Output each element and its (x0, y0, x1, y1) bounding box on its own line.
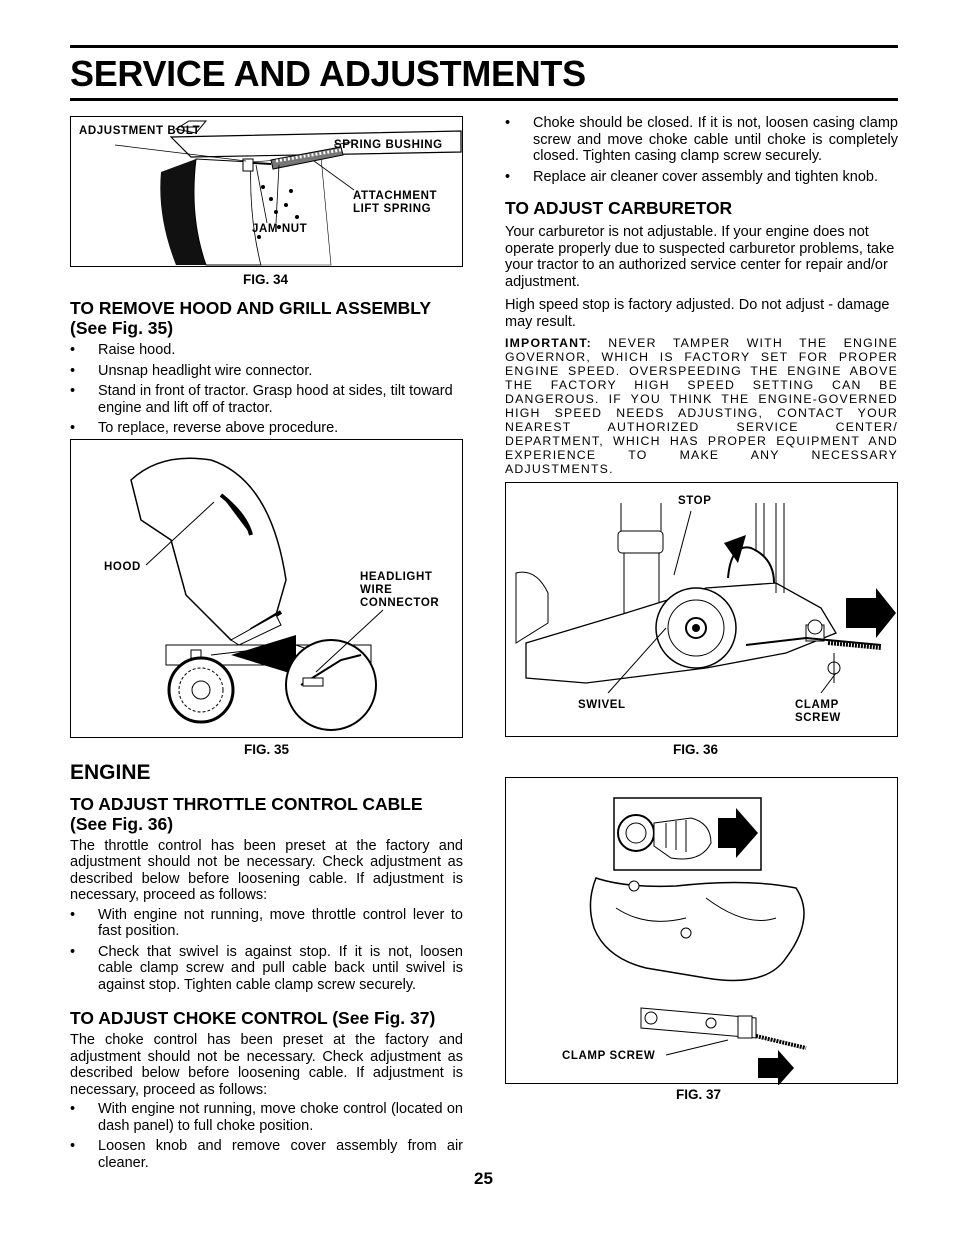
throttle-intro: The throttle control has been preset at … (70, 837, 463, 904)
figure-34: ADJUSTMENT BOLT SPRING BUSHING ATTACHMEN… (70, 116, 463, 267)
important-label: IMPORTANT: (505, 336, 592, 350)
top-rule (70, 45, 898, 48)
label-clamp-screw: CLAMP SCREW (562, 1050, 656, 1062)
label-hood: HOOD (104, 561, 141, 573)
label-adjustment-bolt: ADJUSTMENT BOLT (79, 125, 201, 137)
hood-section: TO REMOVE HOOD AND GRILL ASSEMBLY (See F… (70, 298, 463, 437)
throttle-heading: TO ADJUST THROTTLE CONTROL CABLE (See Fi… (70, 793, 423, 834)
engine-section: ENGINE TO ADJUST THROTTLE CONTROL CABLE … (70, 761, 463, 1171)
choke-steps: With engine not running, move choke cont… (70, 1101, 463, 1171)
label-clamp-screw: CLAMP SCREW (795, 699, 841, 724)
fig36-caption: FIG. 36 (673, 742, 719, 757)
fig35-caption: FIG. 35 (244, 742, 290, 757)
choke-steps-continued: Choke should be closed. If it is not, lo… (505, 115, 898, 185)
figure-36: STOP SWIVEL CLAMP SCREW (505, 482, 898, 737)
carburetor-heading: TO ADJUST CARBURETOR (505, 198, 733, 218)
label-jam-nut: JAM NUT (252, 223, 308, 235)
fig36-drawing (515, 503, 896, 694)
choke-intro: The choke control has been preset at the… (70, 1032, 463, 1098)
important-notice: IMPORTANT: NEVER TAMPER WITH THE ENGINE … (505, 336, 898, 476)
list-item: Replace air cleaner cover assembly and t… (505, 169, 898, 186)
list-item: To replace, reverse above procedure. (70, 420, 463, 437)
fig37-drawing (589, 797, 807, 1085)
figure-37: CLAMP SCREW (505, 777, 898, 1085)
choke-heading: TO ADJUST CHOKE CONTROL (See Fig. 37) (70, 1008, 436, 1028)
carburetor-paragraph-2: High speed stop is factory adjusted. Do … (505, 297, 890, 330)
important-text: NEVER TAMPER WITH THE ENGINE GOVERNOR, W… (505, 336, 898, 476)
fig35-drawing (130, 457, 384, 731)
hood-heading: TO REMOVE HOOD AND GRILL ASSEMBLY (See F… (70, 298, 431, 338)
label-spring-bushing: SPRING BUSHING (334, 139, 443, 151)
list-item: Raise hood. (70, 342, 463, 359)
title-underline (70, 98, 898, 101)
label-attachment-lift-spring: ATTACHMENT LIFT SPRING (353, 190, 438, 215)
list-item: Check that swivel is against stop. If it… (70, 944, 463, 994)
page-number: 25 (474, 1169, 493, 1188)
fig37-caption: FIG. 37 (676, 1087, 722, 1102)
list-item: Stand in front of tractor. Grasp hood at… (70, 383, 463, 416)
engine-heading: ENGINE (70, 761, 151, 784)
list-item: Unsnap headlight wire connector. (70, 363, 463, 380)
list-item: Choke should be closed. If it is not, lo… (505, 115, 898, 165)
carburetor-paragraph-1: Your carburetor is not adjustable. If yo… (505, 224, 895, 290)
fig34-caption: FIG. 34 (243, 272, 289, 287)
label-stop: STOP (678, 495, 712, 507)
list-item: With engine not running, move throttle c… (70, 907, 463, 940)
label-swivel: SWIVEL (578, 699, 626, 711)
page-title: SERVICE AND ADJUSTMENTS (70, 53, 586, 94)
figure-35: HOOD HEADLIGHT WIRE CONNECTOR (70, 439, 463, 738)
right-column: Choke should be closed. If it is not, lo… (505, 115, 898, 476)
label-headlight-wire-connector: HEADLIGHT WIRE CONNECTOR (360, 571, 440, 609)
throttle-steps: With engine not running, move throttle c… (70, 907, 463, 994)
list-item: Loosen knob and remove cover assembly fr… (70, 1138, 463, 1171)
list-item: With engine not running, move choke cont… (70, 1101, 463, 1134)
hood-steps: Raise hood. Unsnap headlight wire connec… (70, 342, 463, 437)
fig34-drawing (114, 120, 462, 266)
